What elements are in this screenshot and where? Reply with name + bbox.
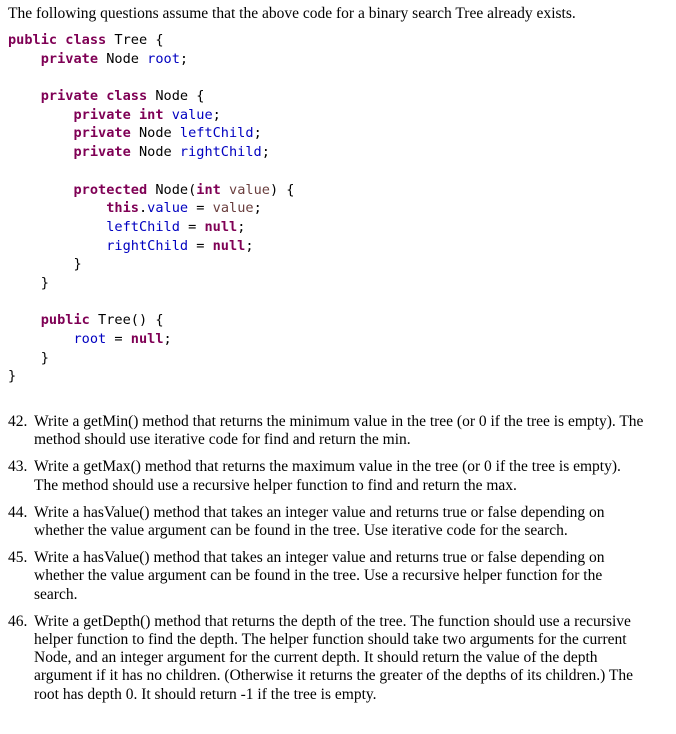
code-line: rightChild = null; <box>8 237 295 256</box>
code-text: Node <box>98 50 148 67</box>
question-item: 46. Write a getDepth() method that retur… <box>8 613 648 704</box>
code-text: = <box>188 200 213 217</box>
code-keyword: private <box>73 125 131 142</box>
code-text: ; <box>253 200 262 217</box>
code-line: this.value = value; <box>8 199 295 218</box>
code-text: ; <box>212 106 221 123</box>
code-text: } <box>8 256 82 273</box>
code-parameter: value <box>229 181 270 198</box>
question-text: Write a hasValue() method that takes an … <box>34 549 605 603</box>
code-text: Node { <box>147 88 205 105</box>
code-text: . <box>138 200 148 217</box>
question-text: Write a getMin() method that returns the… <box>34 413 644 449</box>
code-line: private Node root; <box>8 50 295 69</box>
code-keyword: null <box>204 218 238 235</box>
code-keyword: this <box>106 200 139 217</box>
code-text: } <box>8 368 17 385</box>
code-line: private Node rightChild; <box>8 143 295 162</box>
code-field: root <box>147 50 180 67</box>
code-keyword: public class <box>8 32 107 48</box>
code-text: ) { <box>269 181 295 198</box>
code-text <box>8 219 106 235</box>
question-number: 42. <box>8 413 28 430</box>
intro-text: The following questions assume that the … <box>8 5 576 22</box>
question-number: 45. <box>8 549 28 567</box>
code-keyword: null <box>130 331 164 347</box>
question-text: Write a getMax() method that returns the… <box>34 458 621 494</box>
code-text <box>8 107 73 123</box>
code-line <box>8 162 295 181</box>
code-text <box>8 88 41 104</box>
code-text <box>221 182 229 198</box>
code-keyword: private <box>73 144 131 161</box>
question-item: 45. Write a hasValue() method that takes… <box>8 549 648 604</box>
question-item: 44. Write a hasValue() method that takes… <box>8 504 648 540</box>
code-line: private Node leftChild; <box>8 124 295 143</box>
code-line: } <box>8 255 295 274</box>
code-text <box>8 51 41 67</box>
code-line <box>8 68 295 87</box>
code-block: public class Tree { private Node root; p… <box>8 31 295 386</box>
code-field: leftChild <box>179 125 254 142</box>
code-text: ; <box>245 237 254 254</box>
code-line: public Tree() { <box>8 311 295 330</box>
code-keyword: private int <box>73 106 164 123</box>
code-keyword: private class <box>40 88 148 105</box>
question-number: 46. <box>8 612 28 630</box>
code-text <box>8 182 73 198</box>
code-line: } <box>8 349 295 368</box>
code-field: root <box>73 331 107 347</box>
code-text: ; <box>163 331 172 347</box>
code-text <box>8 200 106 216</box>
code-keyword: public <box>40 312 90 329</box>
question-text: Write a getDepth() method that returns t… <box>34 612 634 703</box>
question-text: Write a hasValue() method that takes an … <box>34 503 605 540</box>
code-text: ; <box>179 50 189 67</box>
code-text <box>8 144 73 160</box>
question-number: 44. <box>8 503 28 521</box>
code-parameter: value <box>212 200 254 217</box>
code-field: value <box>147 200 189 217</box>
code-text: = <box>188 237 213 254</box>
code-text <box>164 107 172 123</box>
code-keyword: protected <box>73 181 148 198</box>
code-field: leftChild <box>106 218 180 235</box>
code-line: leftChild = null; <box>8 218 295 237</box>
code-line: private class Node { <box>8 87 295 106</box>
question-item: 43. Write a getMax() method that returns… <box>8 458 648 494</box>
code-text: Node( <box>147 181 197 198</box>
code-keyword: private <box>40 50 99 67</box>
code-text: Node <box>130 125 180 142</box>
code-line: protected Node(int value) { <box>8 181 295 200</box>
code-text: } <box>8 349 49 366</box>
code-keyword: null <box>212 237 246 254</box>
question-item: 42. Write a getMin() method that returns… <box>8 413 648 449</box>
code-text <box>8 312 41 328</box>
code-line <box>8 293 295 312</box>
code-field: rightChild <box>179 144 262 161</box>
code-text <box>8 331 73 347</box>
code-line: private int value; <box>8 106 295 125</box>
code-text: Tree { <box>106 32 164 48</box>
code-field: value <box>171 106 213 123</box>
code-line: root = null; <box>8 330 295 349</box>
code-text: } <box>8 274 49 291</box>
code-line: public class Tree { <box>8 31 295 50</box>
code-text: = <box>179 218 205 235</box>
question-number: 43. <box>8 458 28 476</box>
code-text: Node <box>130 144 180 161</box>
code-text: ; <box>253 125 262 142</box>
code-line: } <box>8 274 295 293</box>
code-line: } <box>8 367 295 386</box>
question-list: 42. Write a getMin() method that returns… <box>8 413 648 713</box>
code-text: ; <box>237 218 246 235</box>
code-text <box>8 125 73 141</box>
code-text: ; <box>261 144 270 161</box>
code-keyword: int <box>196 181 221 198</box>
code-text: Tree() { <box>89 312 164 329</box>
code-text <box>8 238 106 254</box>
code-text: = <box>106 331 131 347</box>
code-field: rightChild <box>106 237 189 254</box>
